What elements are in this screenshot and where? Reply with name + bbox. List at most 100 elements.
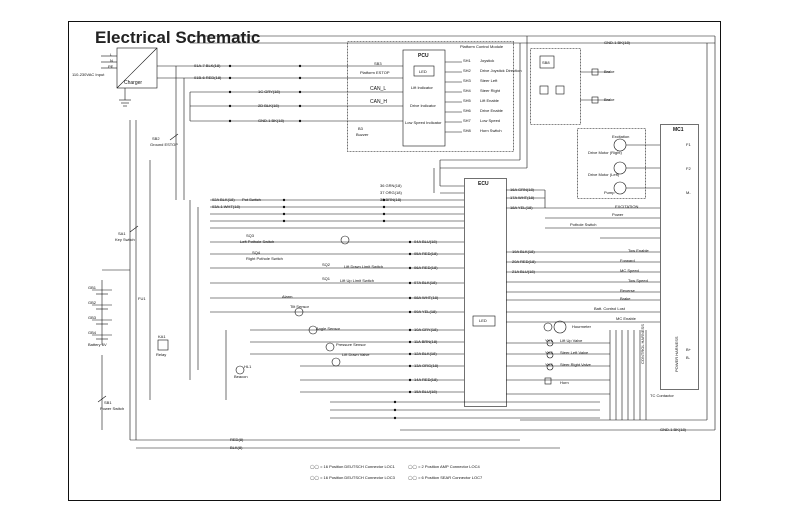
left-pothole-label: Left Pothole Switch	[240, 239, 275, 244]
sheet-border	[68, 21, 721, 501]
legend-text: = 16 Position DEUTSCH Connector LOC1	[320, 464, 395, 469]
wire-label-28: RED(8)	[230, 437, 244, 442]
wire-label-29: BLK(8)	[230, 445, 243, 450]
limit-up-label: Lift Up Limit Switch	[340, 278, 375, 283]
mc-signal-5: Brake	[620, 296, 631, 301]
wire-label-20: 14A RED(18)	[414, 377, 438, 382]
sq2-ref: SQ2	[322, 262, 331, 267]
wire-label-9: 03A-1 WHT(18)	[212, 204, 241, 209]
sh2-ref: SH2	[463, 68, 471, 73]
wire-label-16: 10A GRY(18)	[414, 327, 438, 332]
pcu-led: LED	[419, 69, 427, 74]
pcu-switches	[445, 61, 462, 133]
wire-label-30: GND-1 BK(18)	[660, 427, 687, 432]
mc1-title: MC1	[673, 127, 684, 133]
wire-label-24: 18A YEL(18)	[510, 205, 533, 210]
pcu-title: PCU	[418, 53, 429, 59]
wire-label-5: 36 GRN(18)	[380, 183, 402, 188]
yv3-ref: YV3	[545, 362, 553, 367]
hourmeter-label: Hourmeter	[572, 324, 591, 329]
tilt-sensor-label: Tilt Sensor	[290, 304, 309, 309]
mc-signal-0: Tow Enable	[628, 248, 649, 253]
charger-label: Charger	[124, 80, 143, 86]
sh4-label: Steer Right	[480, 88, 501, 93]
wire-label-26: 20A RED(18)	[512, 259, 536, 264]
wire-label-15: 09A YEL(18)	[414, 309, 437, 314]
key-switch-label: Key Switch	[115, 237, 135, 242]
mc-signal-3: Tow Speed	[628, 278, 648, 283]
sh6-ref: SH6	[463, 108, 471, 113]
sq3-ref: SQ3	[246, 233, 255, 238]
power-input-label: 110-230VAC Input	[72, 72, 105, 77]
gb4-ref: GB4	[88, 330, 97, 335]
low-speed-indicator-label: Low Speed Indicator	[405, 120, 442, 125]
legend-text: = 2 Position AMP Connector LOC4	[418, 464, 480, 469]
brake-label-2: Brake	[604, 97, 615, 102]
wire-label-22: 16A GRN(18)	[510, 187, 535, 192]
sh3-ref: SH3	[463, 78, 471, 83]
brake-relay-box	[530, 48, 581, 125]
buzzer-ref: B3	[358, 126, 363, 131]
mc1-pin-m: M-	[686, 190, 691, 195]
sh1-ref: SH1	[463, 58, 471, 63]
sh8-label: Horn Switch	[480, 128, 502, 133]
limit-down-label: Lift Down Limit Switch	[344, 264, 384, 269]
pin-l: L	[110, 52, 113, 57]
pump-label: Pump	[604, 190, 615, 195]
relay-label: Relay	[156, 352, 167, 357]
fuse-ref: FU1	[138, 296, 146, 301]
sh8-ref: SH8	[463, 128, 471, 133]
can-h-label: CAN_H	[370, 99, 387, 105]
wire-label-14: 08A WHT(18)	[414, 295, 439, 300]
pressure-sensor-label: Pressure Sensor	[336, 342, 366, 347]
mc-signal-2: MC Speed	[620, 268, 639, 273]
buzzer-label: Buzzer	[356, 132, 369, 137]
sb1-ref: SB1	[104, 400, 112, 405]
steer-right-valve-label: Steer Right Valve	[560, 362, 591, 367]
legend-connector-icon: ◯◯	[310, 464, 319, 469]
relay-ref: KA1	[158, 334, 166, 339]
sh7-label: Low Speed	[480, 118, 501, 123]
sh6-label: Drive Enable	[480, 108, 503, 113]
steer-left-valve-label: Steer Left Valve	[560, 350, 589, 355]
lift-up-valve-label: Lift Up Valve	[560, 338, 583, 343]
legend-text: = 6 Position SEAR Connector LOC7	[418, 475, 483, 480]
wire-label-17: 11A BRN(18)	[414, 339, 438, 344]
battery-pack	[92, 280, 112, 345]
beacon-label: Beacon	[234, 374, 248, 379]
pothole-wire-label: Pothole Switch	[570, 222, 597, 227]
sh1-label: Joystick	[480, 58, 495, 63]
wire-label-2: 1C GRY(18)	[258, 89, 280, 94]
battery-label: Battery 6V	[88, 342, 107, 347]
sh5-label: Lift Enable	[480, 98, 499, 103]
mc-signal-1: Forward	[620, 258, 635, 263]
wire-label-18: 12A BLK(18)	[414, 351, 437, 356]
can-l-label: CAN_L	[370, 86, 387, 92]
brake-label-1: Brake	[604, 69, 615, 74]
legend-connector-icon: ◯◯	[310, 475, 319, 480]
power-wire-label: Power	[612, 212, 624, 217]
mc1-pin-f1: F1	[686, 142, 691, 147]
lift-indicator-label: Lift Indicator	[411, 85, 433, 90]
wire-label-23: 17A WHT(18)	[510, 195, 535, 200]
mc-signal-6: Batt. Control Lost	[594, 306, 625, 311]
sh3-label: Steer Left	[480, 78, 498, 83]
wire-label-3: 2D BLK(18)	[258, 103, 279, 108]
mc1-pin-f2: F2	[686, 166, 691, 171]
yv1-ref: YV1	[545, 338, 553, 343]
pcu-module-box	[347, 41, 514, 152]
wire-label-6: 37 ORG(18)	[380, 190, 402, 195]
sa1-ref: SA1	[118, 231, 126, 236]
sb2-ref: SB2	[152, 136, 160, 141]
wire-label-11: 05A RED(18)	[414, 251, 438, 256]
wire-label-7: 38 BRN(18)	[380, 197, 402, 202]
mc-signal-4: Reverse	[620, 288, 635, 293]
right-pothole-label: Right Pothole Switch	[246, 256, 283, 261]
legend-item-3: ◯◯ = 6 Position SEAR Connector LOC7	[408, 475, 482, 480]
pcu-module-title: Platform Control Module	[460, 44, 504, 49]
wire-label-25: 19A BLK(18)	[512, 249, 535, 254]
brake-ref: SB8	[542, 60, 550, 65]
sq1-ref: SQ1	[322, 276, 331, 281]
pin-n: N	[110, 58, 113, 63]
ecu-box	[464, 178, 507, 407]
